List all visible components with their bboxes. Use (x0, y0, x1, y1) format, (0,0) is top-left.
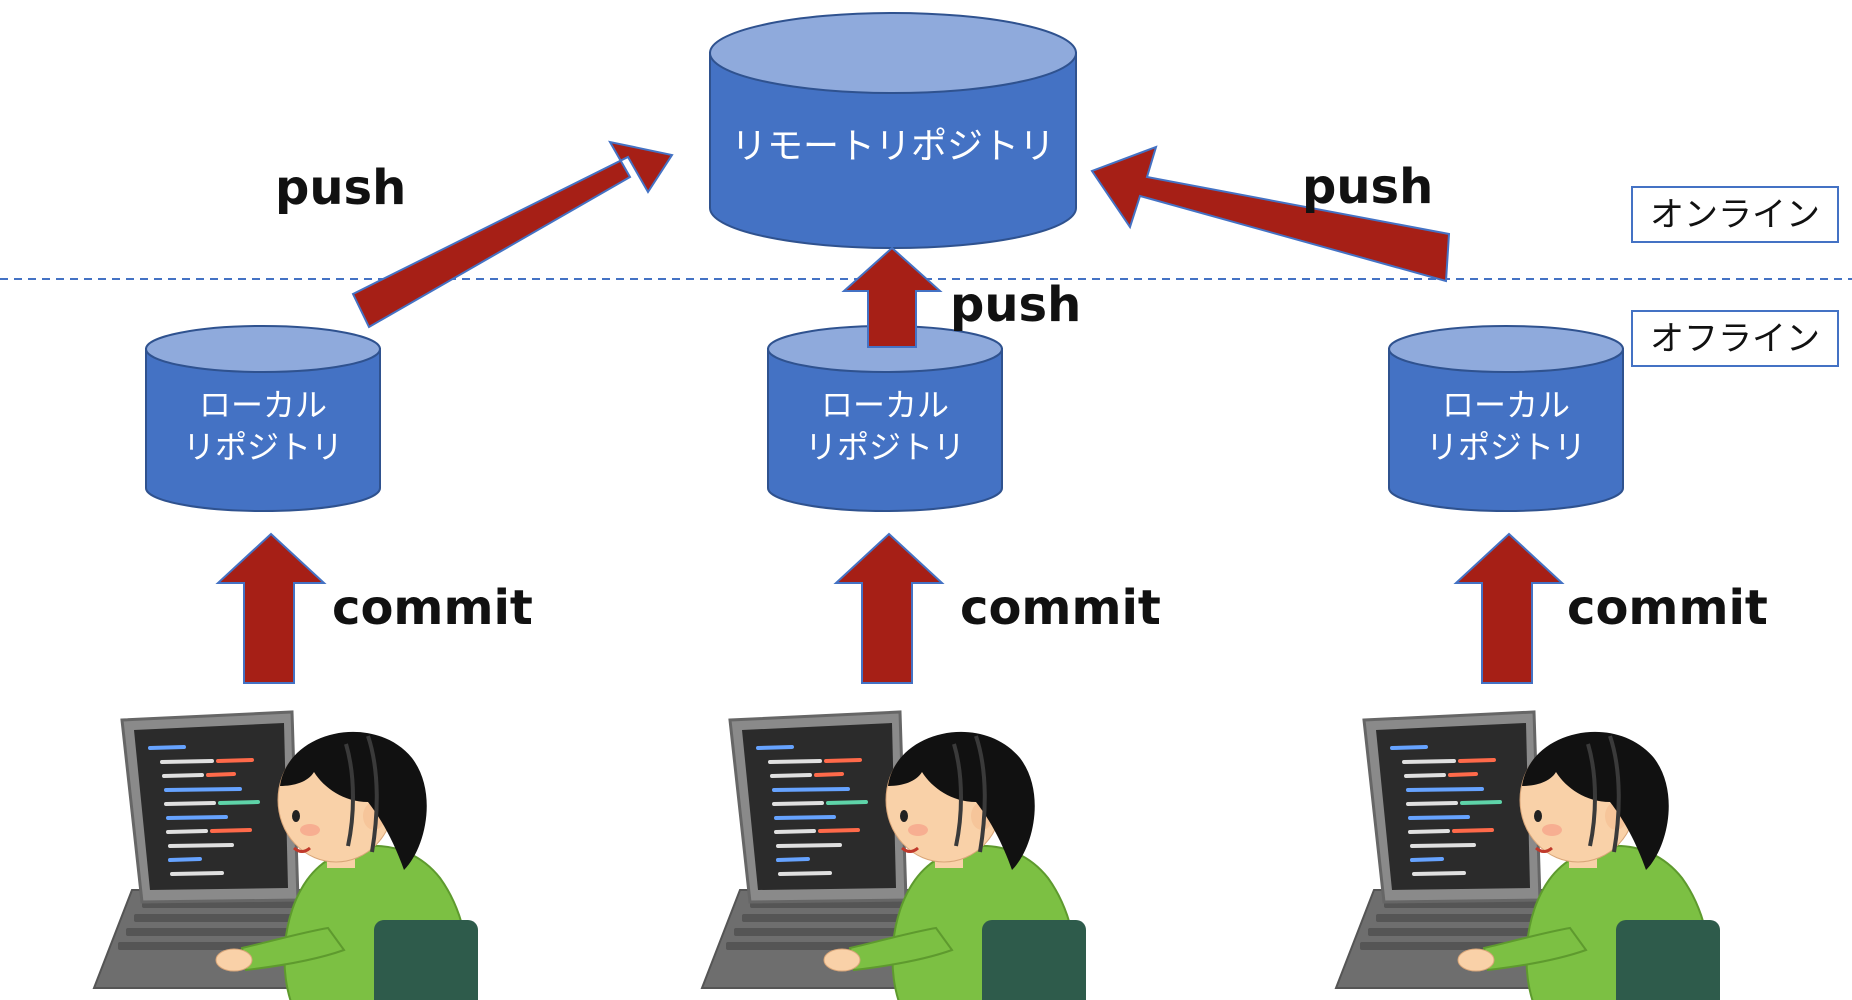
local-repository-label-line2: リポジトリ (183, 428, 343, 466)
commit-arrow-left (215, 532, 327, 684)
commit-label-center: commit (960, 580, 1161, 636)
commit-label-left: commit (332, 580, 533, 636)
remote-repository-cylinder: リモートリポジトリ (709, 12, 1077, 249)
local-repository-cylinder-left: ローカル リポジトリ (145, 325, 381, 512)
local-repository-label-line2: リポジトリ (1426, 428, 1586, 466)
programmer-at-laptop-icon-right (1334, 710, 1722, 1000)
push-arrow-left (351, 140, 674, 329)
programmer-at-laptop-icon-left (92, 710, 480, 1000)
remote-repository-label: リモートリポジトリ (731, 126, 1055, 167)
push-label-center: push (950, 277, 1081, 333)
local-repository-label-line2: リポジトリ (805, 428, 965, 466)
local-repository-cylinder-right: ローカル リポジトリ (1388, 325, 1624, 512)
commit-arrow-right (1453, 532, 1565, 684)
programmer-at-laptop-icon-center (700, 710, 1088, 1000)
online-zone-label: オンライン (1631, 186, 1839, 243)
commit-arrow-center (833, 532, 945, 684)
online-label-text: オンライン (1650, 195, 1820, 235)
local-repository-cylinder-center: ローカル リポジトリ (767, 325, 1003, 512)
local-repository-label-line1: ローカル (199, 386, 327, 424)
push-arrow-center (841, 246, 943, 348)
offline-zone-label: オフライン (1631, 310, 1839, 367)
offline-label-text: オフライン (1650, 319, 1820, 359)
local-repository-label-line1: ローカル (821, 386, 949, 424)
push-arrow-right (1090, 145, 1451, 283)
push-label-right: push (1302, 159, 1433, 215)
push-label-left: push (275, 160, 406, 216)
local-repository-label-line1: ローカル (1442, 386, 1570, 424)
commit-label-right: commit (1567, 580, 1768, 636)
